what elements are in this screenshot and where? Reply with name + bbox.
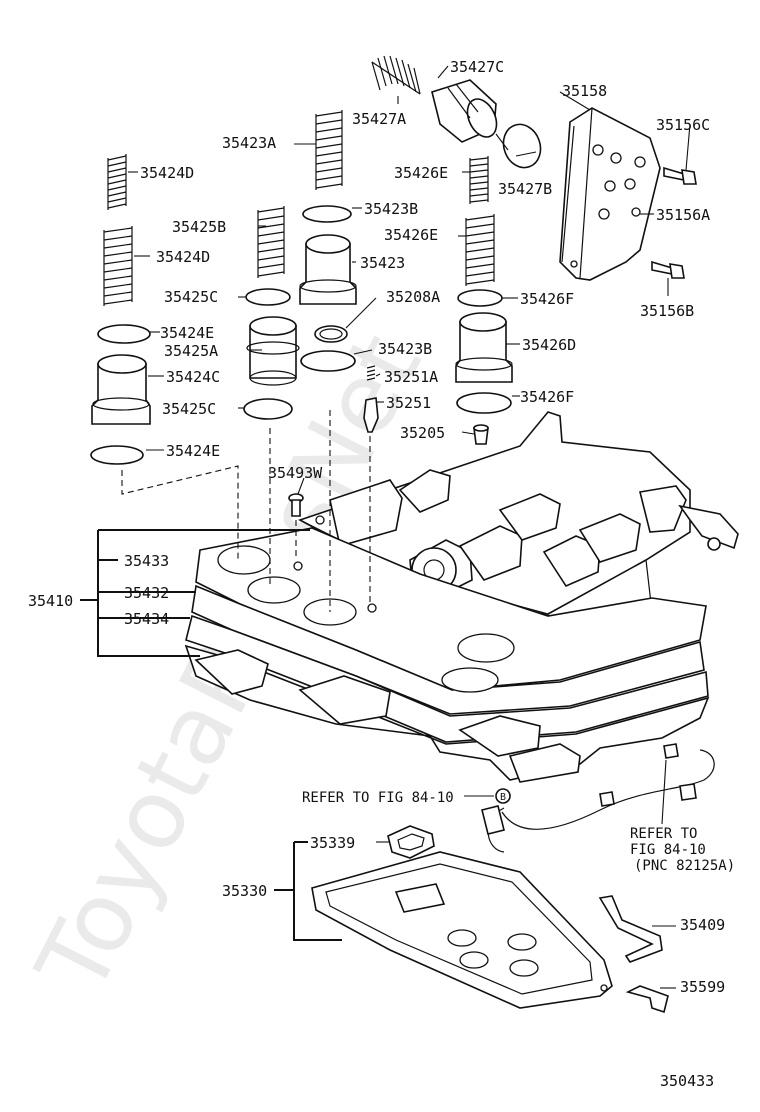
spring-35427a[interactable] — [371, 55, 421, 95]
refer-right-line1: REFER TO — [630, 826, 697, 842]
bracket-35410 — [80, 529, 310, 657]
label-35158[interactable]: 35158 — [562, 82, 607, 100]
label-35205[interactable]: 35205 — [400, 424, 445, 442]
bracket-35330 — [274, 841, 342, 941]
label-35424d-top[interactable]: 35424D — [140, 164, 194, 182]
label-35330[interactable]: 35330 — [222, 882, 267, 900]
diagram-id: 350433 — [660, 1072, 714, 1090]
label-35426f-top[interactable]: 35426F — [520, 290, 574, 308]
piston-35426d[interactable] — [455, 312, 513, 383]
gasket-35339[interactable] — [387, 825, 435, 859]
label-35251a[interactable]: 35251A — [384, 368, 438, 386]
leader-lines — [128, 65, 691, 989]
piston-35425a[interactable] — [246, 316, 300, 386]
spring-35424d-mid[interactable] — [103, 226, 133, 306]
label-35423[interactable]: 35423 — [360, 254, 405, 272]
refer-right-line2: FIG 84-10 — [630, 842, 706, 858]
label-35424d-mid[interactable]: 35424D — [156, 248, 210, 266]
label-35425c-top[interactable]: 35425C — [164, 288, 218, 306]
ring-35425c-low[interactable] — [243, 398, 293, 420]
label-35427c[interactable]: 35427C — [450, 58, 504, 76]
ring-35424e-low[interactable] — [90, 445, 144, 465]
refer-right-line3: (PNC 82125A) — [634, 858, 735, 874]
label-35423a[interactable]: 35423A — [222, 134, 276, 152]
plug-35427c[interactable] — [431, 79, 502, 143]
spring-35423a[interactable] — [315, 110, 343, 190]
label-35425c-low[interactable]: 35425C — [162, 400, 216, 418]
callout-b-circle — [495, 788, 511, 804]
bolt-35493w[interactable] — [288, 493, 304, 517]
label-35434[interactable]: 35434 — [124, 610, 169, 628]
ring-35425c-top[interactable] — [245, 288, 291, 306]
snap-ring-35208a[interactable] — [314, 325, 348, 343]
label-35251[interactable]: 35251 — [386, 394, 431, 412]
label-35426d[interactable]: 35426D — [522, 336, 576, 354]
piston-35423[interactable] — [299, 234, 357, 305]
spring-35424d-top[interactable] — [107, 154, 127, 210]
ring-35424e-top[interactable] — [97, 324, 151, 344]
bolt-35156b[interactable] — [651, 260, 685, 279]
assembly-guide-lines — [121, 410, 371, 612]
callout-b: B — [500, 792, 506, 803]
label-35433[interactable]: 35433 — [124, 552, 169, 570]
disc-35427b[interactable] — [498, 119, 547, 173]
label-35426e-top[interactable]: 35426E — [394, 164, 448, 182]
spring-35425b[interactable] — [257, 206, 285, 278]
valve-body-upper[interactable] — [298, 411, 739, 665]
label-35427b[interactable]: 35427B — [498, 180, 552, 198]
label-35427a[interactable]: 35427A — [352, 110, 406, 128]
label-35425b[interactable]: 35425B — [172, 218, 226, 236]
label-35493w[interactable]: 35493W — [268, 464, 323, 482]
valve-35251[interactable] — [363, 397, 379, 433]
label-35156c[interactable]: 35156C — [656, 116, 710, 134]
spring-35251a[interactable] — [366, 365, 376, 381]
spring-35426e-top[interactable] — [469, 156, 489, 204]
label-35424e-top[interactable]: 35424E — [160, 324, 214, 342]
piston-35424c[interactable] — [91, 354, 151, 425]
bolt-35156c[interactable] — [663, 166, 697, 185]
label-35410[interactable]: 35410 — [28, 592, 73, 610]
ring-35426f-top[interactable] — [457, 289, 503, 307]
label-35599[interactable]: 35599 — [680, 978, 725, 996]
label-35409[interactable]: 35409 — [680, 916, 725, 934]
label-35208a[interactable]: 35208A — [386, 288, 440, 306]
valve-body-lower[interactable] — [184, 644, 710, 783]
ring-35426f-low[interactable] — [456, 392, 512, 414]
label-35425a[interactable]: 35425A — [164, 342, 218, 360]
label-35424c[interactable]: 35424C — [166, 368, 220, 386]
label-35424e-low[interactable]: 35424E — [166, 442, 220, 460]
label-35432[interactable]: 35432 — [124, 584, 169, 602]
label-35423b-low[interactable]: 35423B — [378, 340, 432, 358]
ring-35423b-top[interactable] — [302, 205, 352, 223]
plate-35433[interactable] — [195, 527, 707, 691]
bracket-35409[interactable] — [598, 895, 663, 963]
cover-35158[interactable] — [559, 107, 661, 281]
oil-pan-35330[interactable] — [311, 851, 613, 1009]
spring-35426e-mid[interactable] — [465, 214, 495, 286]
label-35426e-mid[interactable]: 35426E — [384, 226, 438, 244]
wire-harness[interactable] — [481, 743, 715, 853]
clip-35599[interactable] — [625, 985, 669, 1014]
label-35339[interactable]: 35339 — [310, 834, 355, 852]
ring-35423b-low[interactable] — [300, 350, 356, 372]
refer-fig-note: REFER TO FIG 84-10 — [302, 790, 454, 806]
label-35156b[interactable]: 35156B — [640, 302, 694, 320]
label-35156a[interactable]: 35156A — [656, 206, 710, 224]
plug-35205[interactable] — [473, 424, 489, 445]
label-35426f-low[interactable]: 35426F — [520, 388, 574, 406]
label-35423b-top[interactable]: 35423B — [364, 200, 418, 218]
